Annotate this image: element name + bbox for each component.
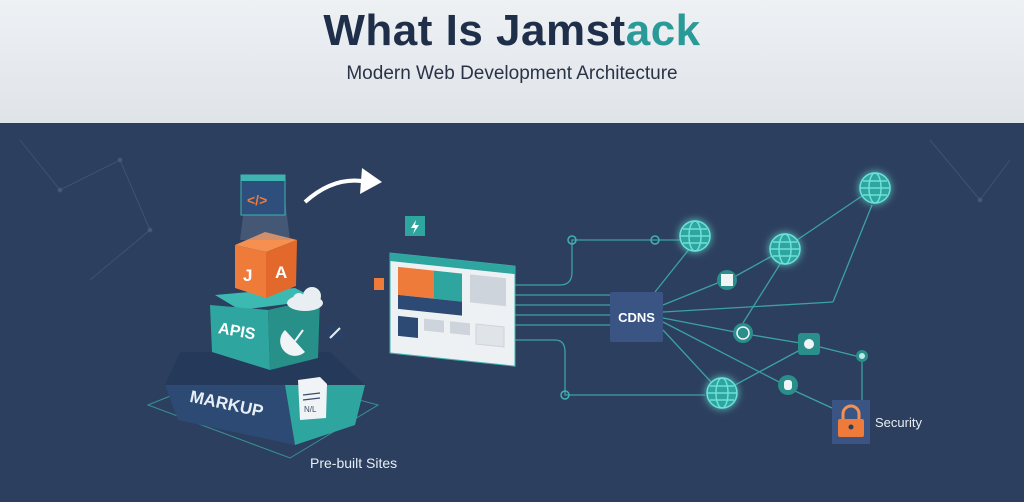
code-icon: </> [247,192,267,208]
header-banner [0,0,1024,123]
prebuilt-sites-caption: Pre-built Sites [310,455,397,471]
svg-text:N/L: N/L [304,405,317,414]
pin-node-icon [856,350,868,362]
line-nodes [560,235,660,400]
arrow-icon [303,168,382,204]
security-lock [832,400,870,444]
cdns-label: CDNS [618,310,655,325]
small-orange-badge [374,278,384,290]
globe-icon [859,172,891,204]
cloud-icon [287,287,323,311]
globe-icon [706,377,738,409]
globe-icon [679,220,711,252]
cdns-hub: CDNS [610,292,663,342]
document-icon: N/L [298,377,327,420]
stack-block-ja: J A [235,232,297,298]
save-node-icon [717,270,737,290]
stack-base-markup: MARKUP N/L [146,352,380,459]
connection-lines [515,195,873,409]
background-constellation [19,139,1011,281]
code-window: </> [240,174,290,240]
globe-node-icon [733,323,753,343]
bolt-badge-icon [405,216,425,236]
browser-window [389,252,516,367]
apis-label: APIS [217,320,257,343]
network-node-icon [798,333,820,355]
j-letter: J [243,266,252,285]
page-title: What Is Jamstack [0,6,1024,56]
user-node-icon [778,375,798,395]
security-label: Security [875,415,922,430]
stack-block-apis: APIS [210,287,343,370]
globe-icon [769,233,801,265]
plug-icon [327,325,343,341]
a-letter: A [275,263,287,282]
title-accent: ack [625,6,701,55]
satellite-dish-icon [280,329,305,356]
page-subtitle: Modern Web Development Architecture [346,63,678,84]
title-main: What Is Jamst [323,6,626,55]
